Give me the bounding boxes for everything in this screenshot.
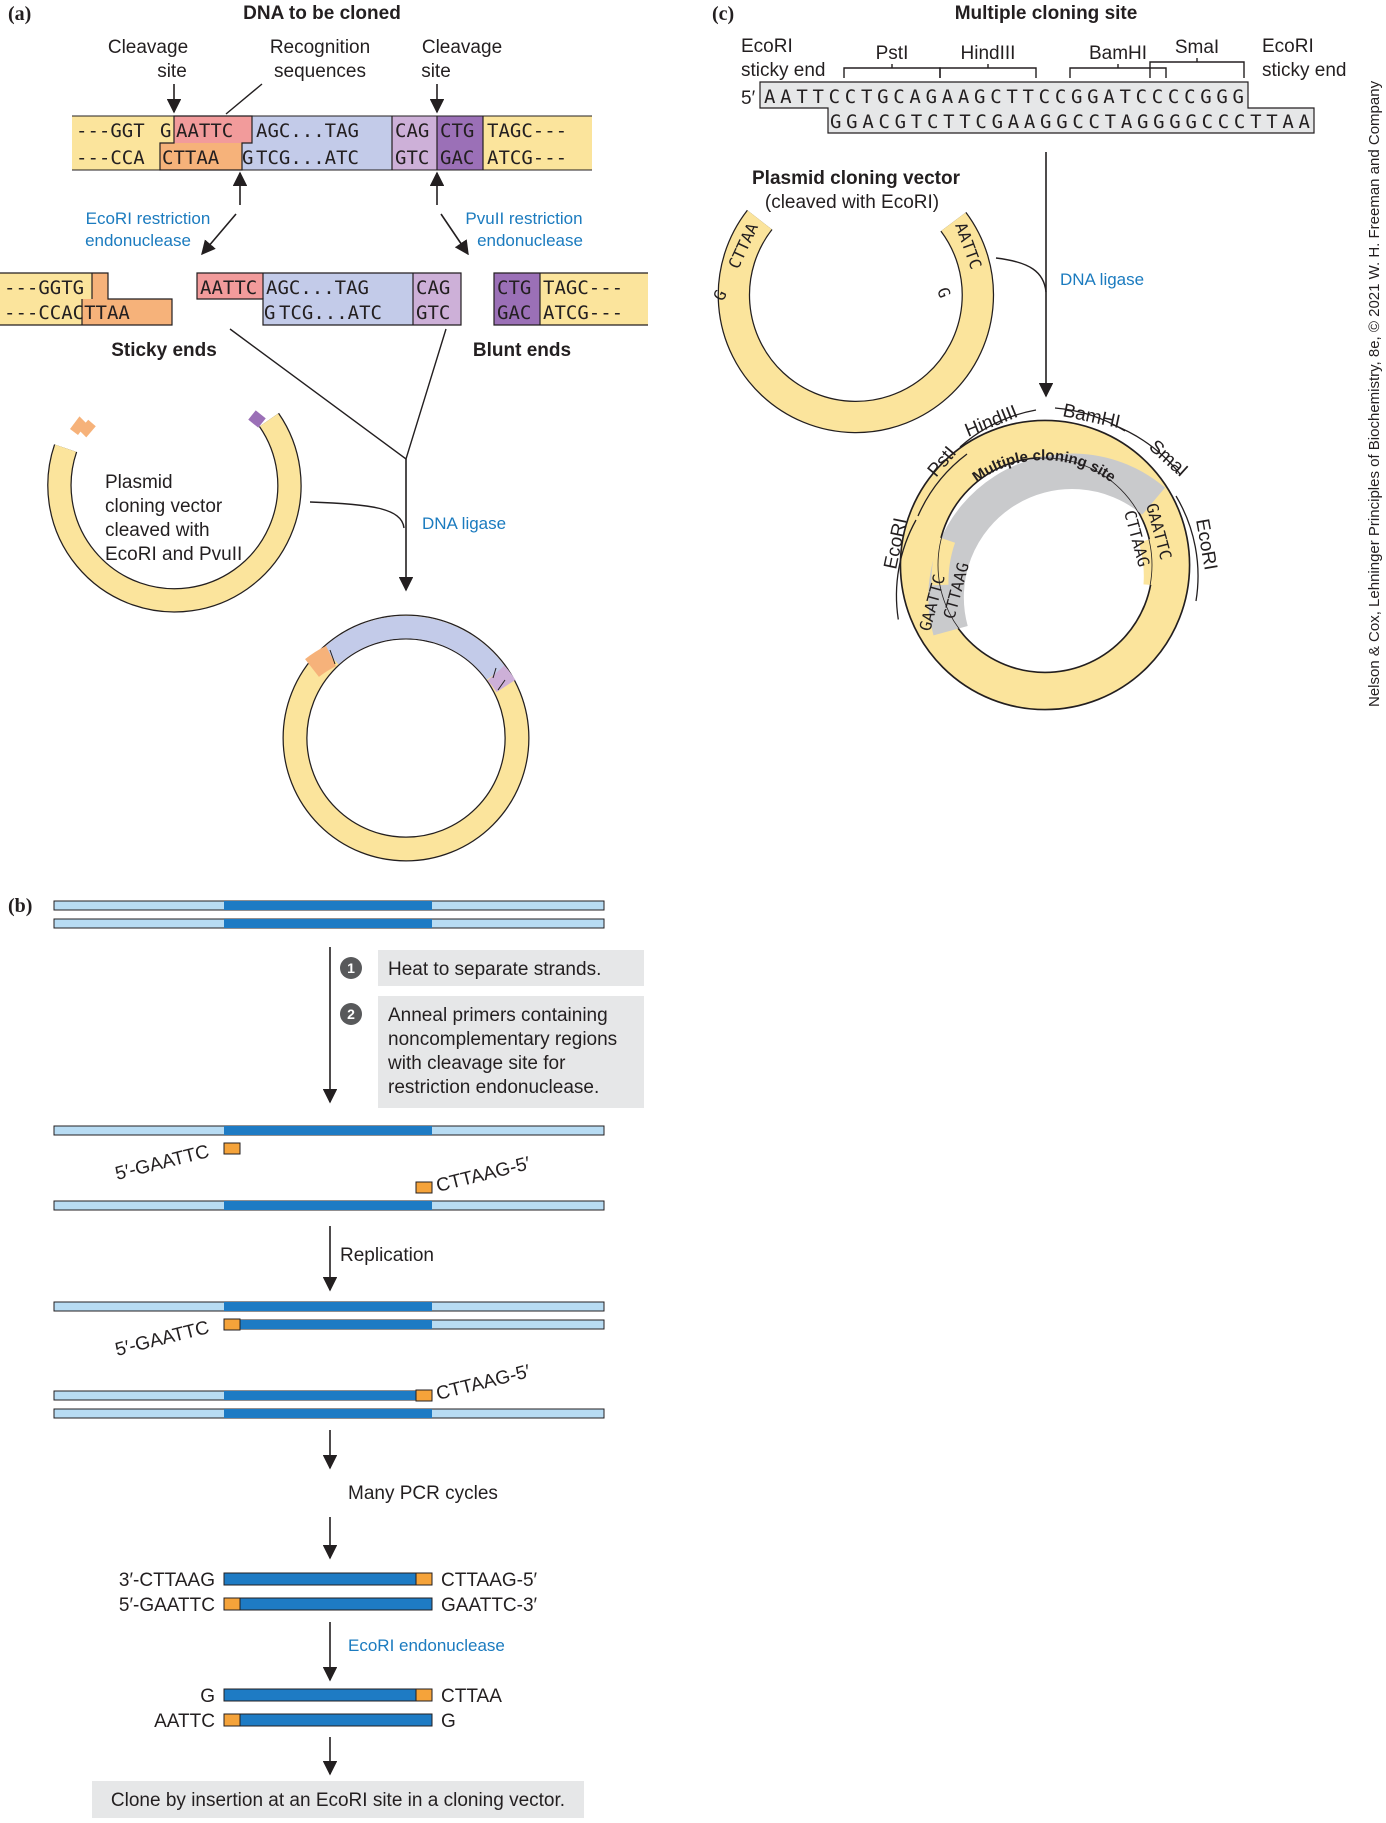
step1-number: 1 bbox=[347, 960, 355, 976]
panel-a-title: DNA to be cloned bbox=[243, 3, 401, 24]
bamHI-label: BamHI bbox=[1089, 43, 1147, 64]
fragment-middle bbox=[196, 272, 462, 326]
plasmid-join-line-a bbox=[309, 501, 405, 529]
pvuii-down-arrow bbox=[440, 213, 469, 256]
primer-right-box bbox=[415, 1181, 433, 1194]
step2-badge bbox=[340, 1003, 362, 1025]
recombinant-plasmid-a bbox=[282, 614, 530, 862]
pcr-product bbox=[223, 1572, 433, 1611]
ecori-down-arrow bbox=[201, 213, 237, 256]
pvuii-label-line2: endonuclease bbox=[477, 231, 583, 250]
credit-line: Nelson & Cox, Lehninger Principles of Bi… bbox=[1366, 80, 1383, 707]
ecori-label-line1: EcoRI restriction bbox=[86, 209, 211, 228]
original-dna-duplex bbox=[72, 115, 592, 171]
pcr-cycles-label: Many PCR cycles bbox=[348, 1483, 498, 1504]
mcs-site-brackets bbox=[843, 58, 1245, 78]
primer-right-label-2: CTTAAG-5′ bbox=[434, 1361, 533, 1405]
separated-strand-bottom bbox=[53, 1181, 605, 1211]
product-bottom-right: GAATTC-3′ bbox=[441, 1595, 538, 1616]
final-step-box bbox=[92, 1781, 584, 1818]
panel-b-letter: (b) bbox=[8, 895, 32, 917]
recognition-pointer bbox=[225, 83, 263, 115]
replicated-duplex-1 bbox=[53, 1301, 605, 1331]
template-dna-duplex bbox=[53, 900, 605, 929]
replicated-duplex-2 bbox=[53, 1389, 605, 1419]
cleavage-site-left-line1: Cleavage bbox=[108, 37, 188, 58]
cleavage-site-left-line2: site bbox=[157, 61, 187, 82]
ecori-sticky-end-right: EcoRI sticky end bbox=[1262, 36, 1346, 81]
vector-right-g: G bbox=[933, 285, 954, 301]
sticky-ends-label: Sticky ends bbox=[111, 340, 217, 361]
ecori-label-line2: endonuclease bbox=[85, 231, 191, 250]
final-step-text: Clone by insertion at an EcoRI site in a… bbox=[111, 1790, 565, 1811]
step1-box bbox=[378, 950, 644, 986]
vector-join-line-c bbox=[995, 257, 1047, 293]
five-prime-label: 5′ bbox=[741, 88, 756, 109]
smaI-label: SmaI bbox=[1175, 37, 1219, 58]
pstI-label: PstI bbox=[876, 43, 909, 64]
vector-subtitle: (cleaved with EcoRI) bbox=[765, 192, 939, 213]
ecori-endonuclease-label: EcoRI endonuclease bbox=[348, 1636, 505, 1655]
plasmid-label-a: Plasmid cloning vector cleaved with EcoR… bbox=[105, 472, 242, 565]
recognition-line1: Recognition bbox=[270, 37, 370, 58]
step2-number: 2 bbox=[347, 1006, 355, 1022]
mcs-sequence-box bbox=[759, 81, 1315, 134]
step1-badge bbox=[340, 957, 362, 979]
product-top-left: 3′-CTTAAG bbox=[119, 1570, 215, 1591]
blunt-ends-label: Blunt ends bbox=[473, 340, 571, 361]
fragment-left bbox=[0, 272, 173, 326]
cleaved-plasmid-a bbox=[47, 410, 302, 613]
primer-left-label: 5′-GAATTC bbox=[113, 1141, 211, 1185]
ring-ecori-right: EcoRI bbox=[1191, 517, 1221, 572]
product-bottom-left: 5′-GAATTC bbox=[119, 1595, 215, 1616]
fragment-left-top: ---GGTG bbox=[4, 277, 84, 299]
recognition-line2: sequences bbox=[274, 61, 366, 82]
step1-text: Heat to separate strands. bbox=[388, 959, 601, 980]
product-top-right: CTTAAG-5′ bbox=[441, 1570, 538, 1591]
step2-box bbox=[378, 996, 644, 1108]
primer-left-box bbox=[223, 1142, 241, 1155]
fragment-left-bottom: ---CCACTTAA bbox=[4, 302, 130, 324]
step2-text: Anneal primers containing noncomplementa… bbox=[387, 1005, 622, 1098]
cut-bottom-left: AATTC bbox=[154, 1711, 215, 1732]
panel-a-letter: (a) bbox=[8, 3, 31, 25]
cut-bottom-right: G bbox=[441, 1711, 456, 1732]
ligase-label-a: DNA ligase bbox=[422, 514, 506, 533]
cut-product bbox=[223, 1688, 433, 1727]
primer-right-label: CTTAAG-5′ bbox=[434, 1153, 533, 1197]
ring-site-brackets bbox=[895, 407, 1199, 620]
recombinant-plasmid-c bbox=[899, 419, 1191, 711]
vector-title: Plasmid cloning vector bbox=[752, 168, 961, 189]
cleavage-site-right-line1: Cleavage bbox=[422, 37, 502, 58]
cut-top-right: CTTAA bbox=[441, 1686, 502, 1707]
separated-strand-top bbox=[53, 1125, 605, 1155]
fragment-right bbox=[493, 272, 648, 326]
panel-c-letter: (c) bbox=[712, 3, 734, 25]
replication-label: Replication bbox=[340, 1245, 434, 1266]
cleavage-site-right-line2: site bbox=[421, 61, 451, 82]
cut-top-left: G bbox=[200, 1686, 215, 1707]
panel-c-title: Multiple cloning site bbox=[955, 3, 1138, 24]
cleaved-plasmid-c bbox=[717, 209, 995, 434]
primer-left-label-2: 5′-GAATTC bbox=[113, 1317, 211, 1361]
fragments-converge-lines bbox=[229, 328, 447, 461]
pvuii-label-line1: PvuII restriction bbox=[465, 209, 582, 228]
ecori-sticky-end-left: EcoRI sticky end bbox=[741, 36, 825, 81]
hindIII-label: HindIII bbox=[961, 43, 1016, 64]
ligase-label-c: DNA ligase bbox=[1060, 270, 1144, 289]
